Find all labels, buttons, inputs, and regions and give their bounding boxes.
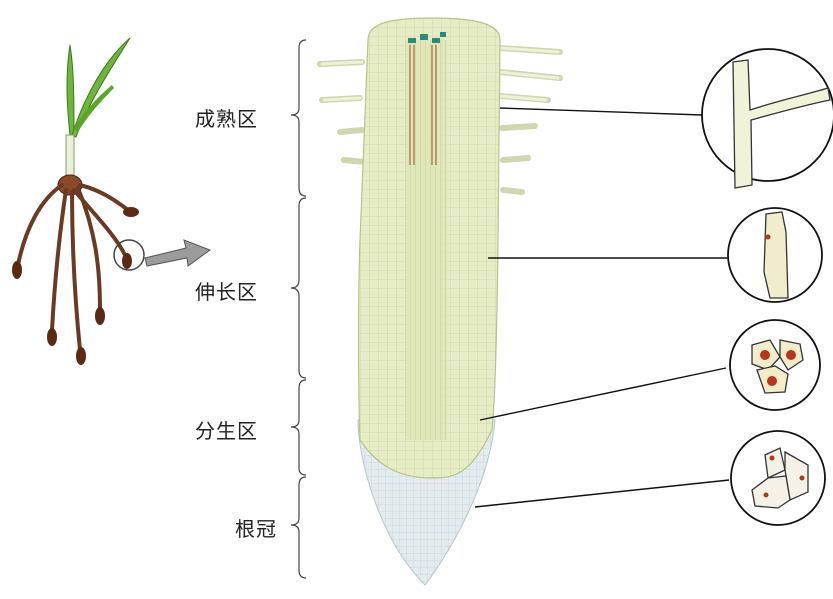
callout-root-hair-cell [702,49,833,188]
zone-label-elongation: 伸长区 [195,276,258,305]
seedling-illustration [12,38,210,365]
seedling-leaf [67,45,74,135]
zone-label-maturation: 成熟区 [195,103,258,132]
zone-label-meristem: 分生区 [195,415,258,444]
callout-elongation-cell [728,208,822,302]
root-tip-illustration [320,18,560,585]
vascular-cylinder [405,40,447,440]
seedling-roots [18,185,128,350]
zone-braces [291,40,306,578]
callout-root-cap-cells [731,431,825,525]
zoom-arrow [145,240,210,266]
callout-lines [475,108,729,507]
callout-meristem-cells [730,320,820,410]
zone-label-root-cap: 根冠 [235,513,277,542]
